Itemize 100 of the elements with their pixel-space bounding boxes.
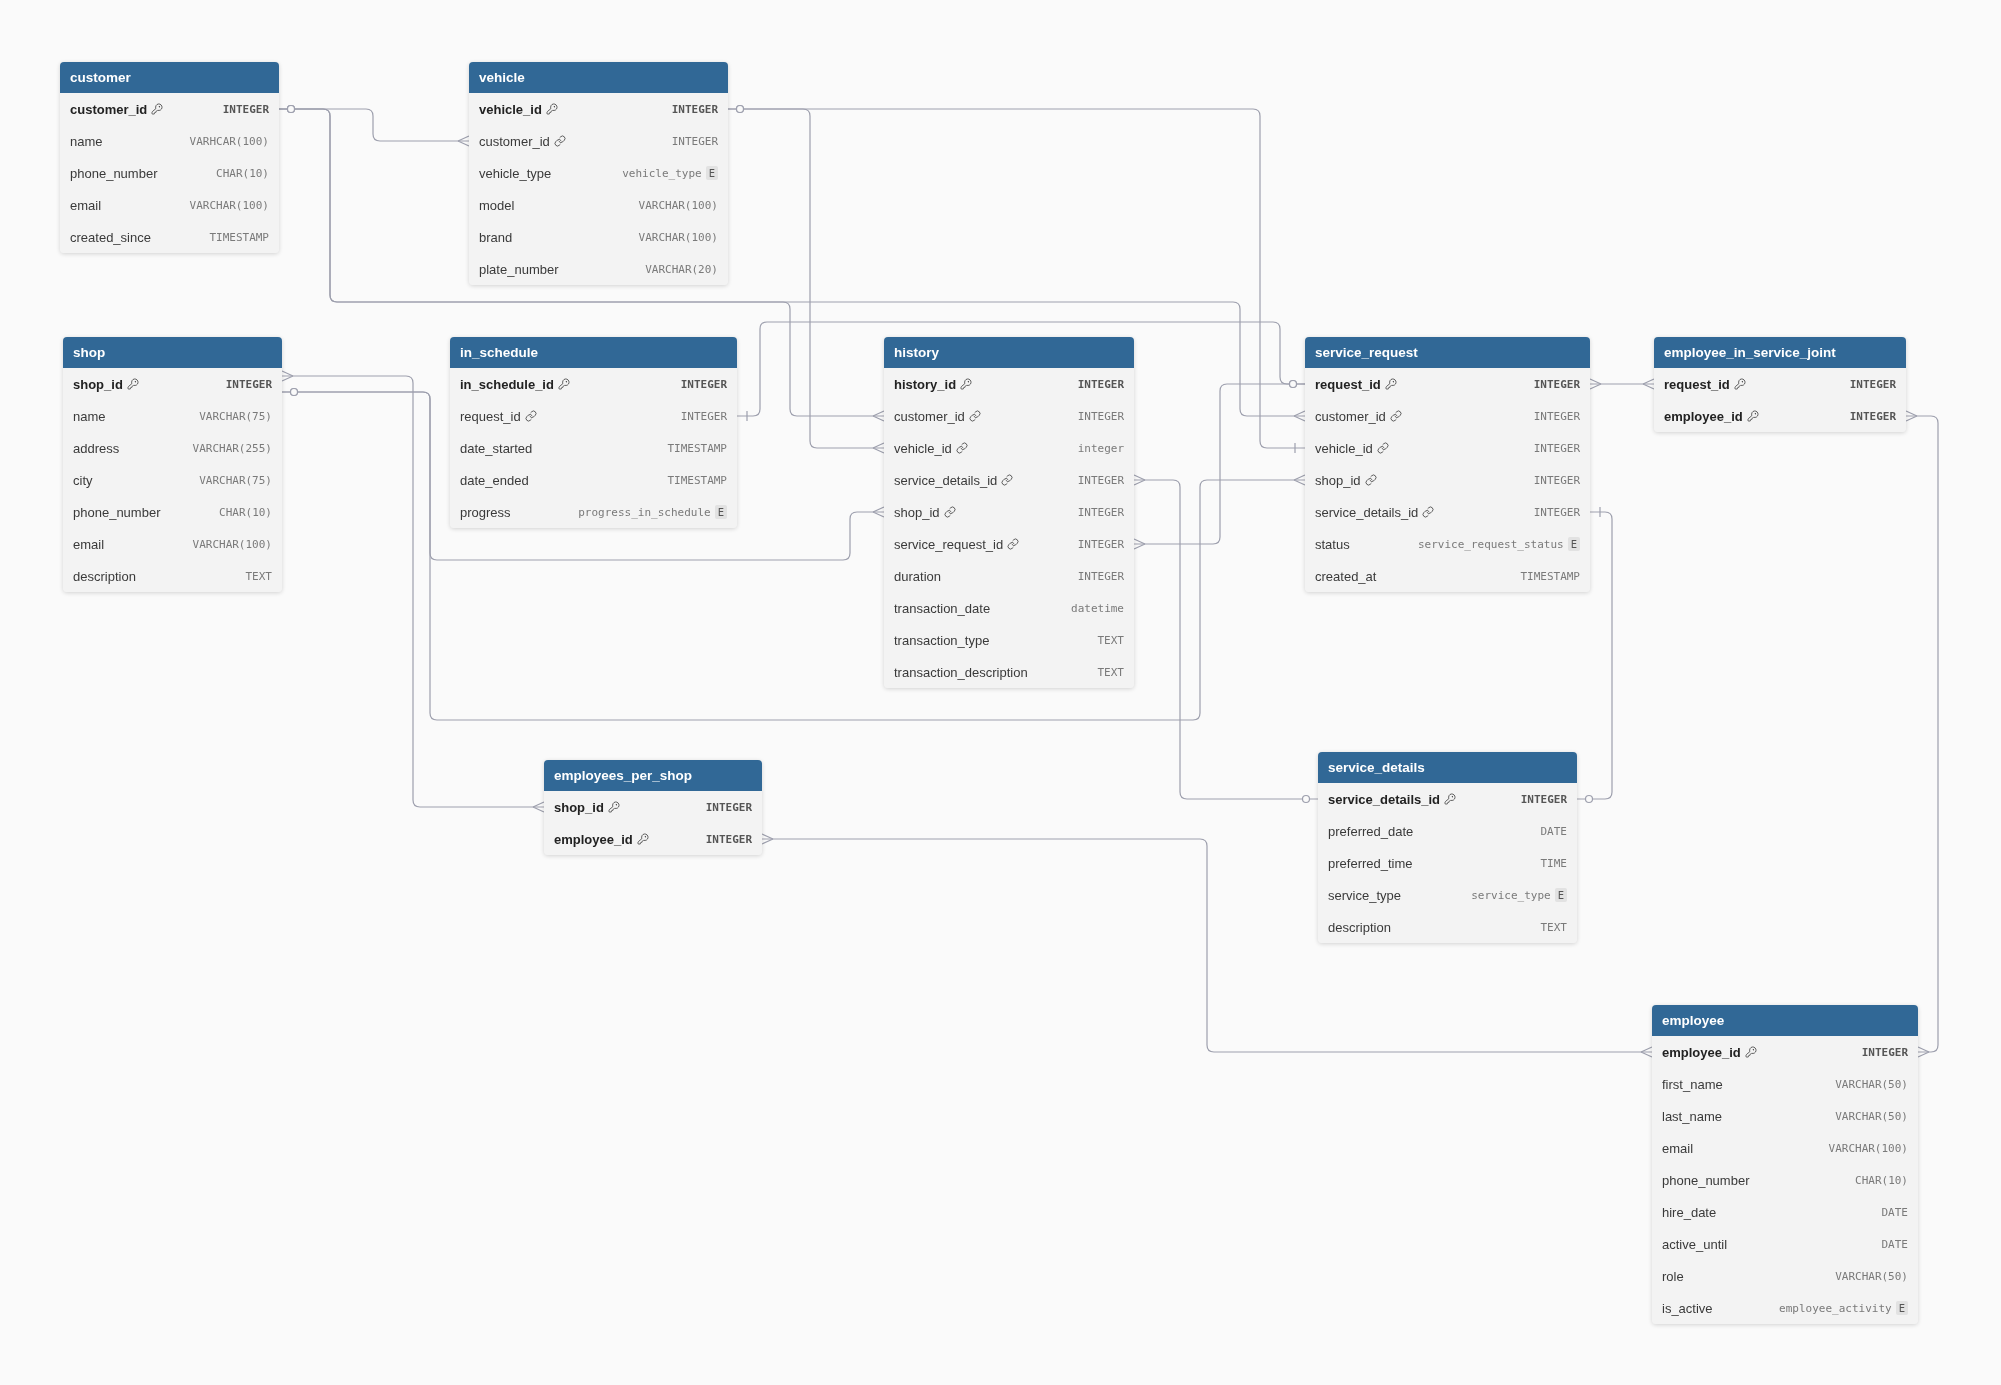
column-name: date_ended: [460, 472, 529, 488]
column-name: status: [1315, 536, 1350, 552]
column-name: transaction_date: [894, 600, 991, 616]
column-type: VARCHAR(100): [189, 198, 269, 212]
column-name: service_details_id: [1315, 504, 1419, 520]
relationship-line: [1905, 410, 1939, 1058]
column-name: phone_number: [73, 504, 161, 520]
enum-tag: E: [714, 505, 727, 519]
column-name: hire_date: [1662, 1204, 1717, 1220]
column-type: employee_activity: [1779, 1301, 1892, 1315]
relationship-line: [1576, 506, 1613, 804]
table-card: [884, 337, 1134, 688]
column-type: VARHCAR(100): [189, 134, 269, 148]
column-name: model: [479, 197, 515, 213]
column-name: transaction_description: [894, 664, 1028, 680]
column-name: phone_number: [70, 165, 158, 181]
column-type: INTEGER: [680, 377, 727, 391]
column-name: first_name: [1662, 1076, 1723, 1092]
column-type: INTEGER: [225, 377, 272, 391]
column-type: INTEGER: [1533, 505, 1580, 519]
table-row: [469, 93, 728, 125]
table-row: [884, 368, 1134, 400]
column-type: INTEGER: [1077, 569, 1124, 583]
column-type: VARCHAR(100): [638, 198, 718, 212]
table-row: [60, 93, 279, 125]
table-card: [1318, 752, 1577, 943]
column-name: shop_id: [554, 799, 604, 815]
column-name: request_id: [1664, 376, 1730, 392]
column-type: TEXT: [1097, 665, 1124, 679]
column-name: transaction_type: [894, 632, 990, 648]
table-header: vehicle: [469, 62, 728, 93]
table-header: service_request: [1305, 337, 1590, 368]
column-type: INTEGER: [1077, 537, 1124, 551]
column-name: description: [1328, 919, 1391, 935]
column-type: VARCHAR(75): [199, 473, 272, 487]
column-type: TIMESTAMP: [667, 441, 727, 455]
column-type: CHAR(10): [216, 166, 269, 180]
column-type: INTEGER: [1520, 792, 1567, 806]
relationship-line: [1589, 378, 1655, 390]
table-card: [1305, 337, 1590, 592]
relationship-line: [1133, 379, 1306, 550]
column-type: INTEGER: [222, 102, 269, 116]
column-name: shop_id: [73, 376, 123, 392]
table-card: [1652, 1005, 1918, 1324]
column-name: address: [73, 440, 120, 456]
column-name: name: [70, 133, 103, 149]
column-name: plate_number: [479, 261, 559, 277]
column-name: customer_id: [70, 101, 148, 117]
column-name: city: [73, 472, 93, 488]
table-row: [1654, 400, 1906, 432]
column-type: INTEGER: [1533, 473, 1580, 487]
enum-tag: E: [1554, 888, 1567, 902]
table-header: history: [884, 337, 1134, 368]
column-type: TIME: [1540, 856, 1567, 870]
table-card: [60, 62, 279, 253]
column-type: DATE: [1540, 824, 1567, 838]
table-row: [1318, 783, 1577, 815]
column-type: VARCHAR(100): [638, 230, 718, 244]
column-name: email: [73, 536, 105, 552]
table-header: employees_per_shop: [544, 760, 762, 791]
table-header: in_schedule: [450, 337, 737, 368]
table-header: customer: [60, 62, 279, 93]
column-name: employee_id: [1662, 1044, 1741, 1060]
column-type: INTEGER: [1849, 409, 1896, 423]
column-type: VARCHAR(100): [1828, 1141, 1908, 1155]
column-name: created_at: [1315, 568, 1377, 584]
column-name: in_schedule_id: [460, 376, 554, 392]
column-name: customer_id: [1315, 408, 1386, 424]
column-type: INTEGER: [1849, 377, 1896, 391]
column-type: TIMESTAMP: [667, 473, 727, 487]
column-type: VARCHAR(50): [1835, 1109, 1908, 1123]
column-type: TIMESTAMP: [1520, 569, 1580, 583]
column-type: INTEGER: [1077, 409, 1124, 423]
column-type: service_request_status: [1417, 537, 1564, 551]
column-name: is_active: [1662, 1300, 1713, 1316]
enum-tag: E: [1567, 537, 1580, 551]
relationship-line: [281, 370, 545, 813]
relationship-line: [281, 387, 1306, 721]
table-card: [1654, 337, 1906, 432]
column-name: last_name: [1662, 1108, 1722, 1124]
table-header: service_details: [1318, 752, 1577, 783]
column-name: vehicle_type: [479, 165, 552, 181]
column-name: employee_id: [1664, 408, 1743, 424]
column-name: preferred_time: [1328, 855, 1413, 871]
column-name: role: [1662, 1268, 1684, 1284]
column-type: integer: [1077, 441, 1124, 455]
table-row: [1305, 368, 1590, 400]
column-name: email: [1662, 1140, 1694, 1156]
table-row: [450, 368, 737, 400]
column-type: INTEGER: [680, 409, 727, 423]
column-name: phone_number: [1662, 1172, 1750, 1188]
column-type: INTEGER: [1077, 505, 1124, 519]
column-type: INTEGER: [671, 134, 718, 148]
column-type: TIMESTAMP: [209, 230, 269, 244]
column-type: DATE: [1881, 1237, 1908, 1251]
column-type: INTEGER: [705, 800, 752, 814]
table-card: [469, 62, 728, 285]
table-header: employee_in_service_joint: [1654, 337, 1906, 368]
column-name: service_request_id: [894, 536, 1004, 552]
column-type: VARCHAR(100): [192, 537, 272, 551]
